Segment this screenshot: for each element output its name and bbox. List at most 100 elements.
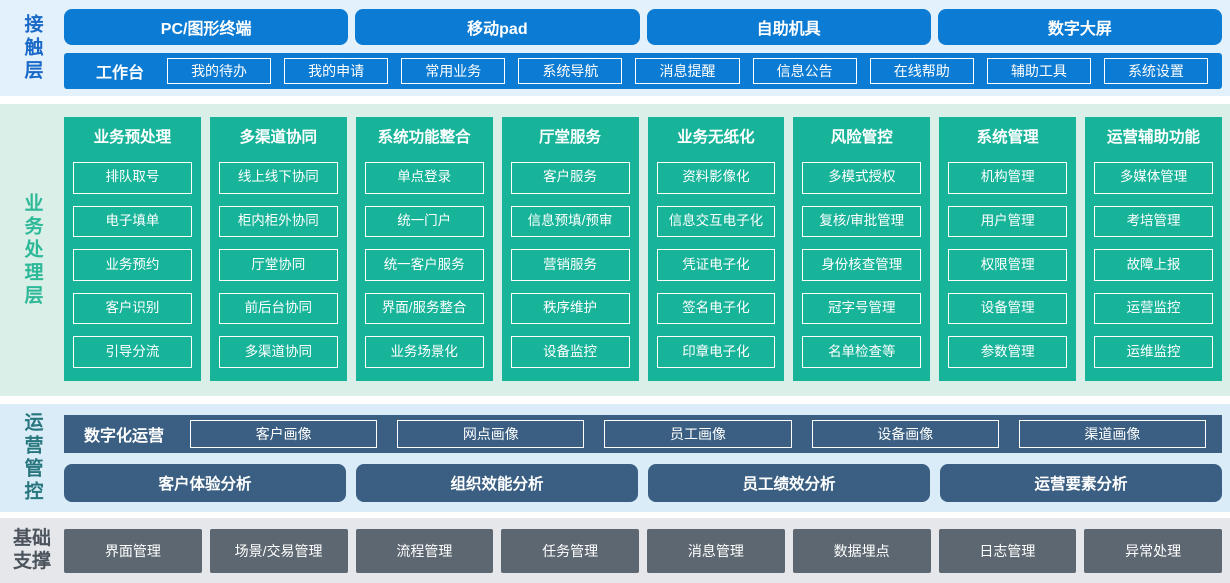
workbench-item-todo[interactable]: 我的待办 [167,58,272,84]
column-title: 业务预处理 [93,129,172,146]
foundation-process-management[interactable]: 流程管理 [355,528,494,573]
feature-tile[interactable]: 凭证电子化 [656,249,776,281]
foundation-exception-handling[interactable]: 异常处理 [1084,528,1222,573]
feature-tile[interactable]: 复核/审批管理 [802,205,922,238]
terminal-pc[interactable]: PC/图形终端 [64,9,349,45]
feature-tile[interactable]: 名单检查等 [802,336,922,368]
column-title: 厅堂服务 [539,129,602,146]
foundation-log-management[interactable]: 日志管理 [938,528,1077,573]
feature-tile[interactable]: 客户服务 [510,162,630,194]
feature-tile[interactable]: 统一客户服务 [364,249,484,281]
feature-tile[interactable]: 业务场景化 [364,336,484,368]
feature-tile[interactable]: 前后台协同 [218,292,338,325]
workbench-item-common-business[interactable]: 常用业务 [401,58,506,84]
workbench-item-notifications[interactable]: 消息提醒 [635,58,740,84]
feature-tile[interactable]: 统一门户 [364,205,484,238]
feature-tile[interactable]: 印章电子化 [656,336,776,368]
portrait-branch[interactable]: 网点画像 [397,420,585,448]
feature-tile[interactable]: 引导分流 [73,336,192,368]
feature-tile[interactable]: 营销服务 [510,249,630,281]
terminal-self-service[interactable]: 自助机具 [646,9,931,45]
feature-tile[interactable]: 用户管理 [948,205,1068,238]
feature-tile[interactable]: 签名电子化 [656,292,776,325]
feature-tile[interactable]: 资料影像化 [656,162,776,194]
foundation-task-management[interactable]: 任务管理 [501,528,639,573]
feature-tile[interactable]: 信息交互电子化 [656,205,776,238]
contact-layer-band: 接触层 PC/图形终端 移动pad 自助机具 数字大屏 工作台 我的待办 我的申… [0,0,1230,96]
column-system-admin: 系统管理 机构管理 用户管理 权限管理 设备管理 参数管理 [939,117,1077,381]
operations-layer-label-zone: 运营管控 [0,404,64,512]
feature-tile[interactable]: 电子填单 [73,205,192,238]
feature-tile[interactable]: 信息预填/预审 [510,205,630,238]
feature-tile[interactable]: 秩序维护 [510,292,630,325]
business-layer-band: 业务处理层 业务预处理 排队取号 电子填单 业务预约 客户识别 引导分流 多渠道… [0,104,1230,396]
operations-layer-band: 运营管控 数字化运营 客户画像 网点画像 员工画像 设备画像 渠道画像 客户体验… [0,404,1230,512]
analysis-operation-elements[interactable]: 运营要素分析 [940,464,1222,502]
column-title: 多渠道协同 [239,129,318,146]
workbench-label: 工作台 [96,65,145,82]
feature-tile[interactable]: 参数管理 [948,336,1068,368]
workbench-item-applications[interactable]: 我的申请 [284,58,389,84]
feature-tile[interactable]: 柜内柜外协同 [218,205,338,238]
portrait-device[interactable]: 设备画像 [811,420,999,448]
feature-tile[interactable]: 设备监控 [510,336,630,368]
feature-tile[interactable]: 厅堂协同 [218,249,338,281]
feature-tile[interactable]: 故障上报 [1094,249,1213,281]
business-layer-label-zone: 业务处理层 [0,104,64,396]
analysis-org-efficiency[interactable]: 组织效能分析 [356,464,638,502]
workbench-item-aux-tools[interactable]: 辅助工具 [986,58,1091,84]
column-paperless: 业务无纸化 资料影像化 信息交互电子化 凭证电子化 签名电子化 印章电子化 [647,117,785,381]
foundation-scene-transaction[interactable]: 场景/交易管理 [209,528,348,573]
digital-operations-label: 数字化运营 [84,428,165,445]
feature-tile[interactable]: 单点登录 [364,162,484,194]
column-system-integration: 系统功能整合 单点登录 统一门户 统一客户服务 界面/服务整合 业务场景化 [355,117,493,381]
foundation-ui-management[interactable]: 界面管理 [64,528,202,573]
column-title: 系统功能整合 [377,129,471,146]
feature-tile[interactable]: 权限管理 [948,249,1068,281]
portrait-customer[interactable]: 客户画像 [190,420,378,448]
feature-tile[interactable]: 运营监控 [1094,292,1213,325]
analysis-customer-experience[interactable]: 客户体验分析 [64,464,346,502]
column-title: 风险管控 [830,129,893,146]
terminal-mobile-pad[interactable]: 移动pad [355,9,640,45]
terminal-row: PC/图形终端 移动pad 自助机具 数字大屏 [64,9,1222,45]
foundation-data-tracking[interactable]: 数据埋点 [792,528,931,573]
portrait-channel[interactable]: 渠道画像 [1018,420,1207,448]
feature-tile[interactable]: 多模式授权 [802,162,922,194]
operations-layer-label: 运营管控 [21,412,43,504]
analysis-employee-performance[interactable]: 员工绩效分析 [648,464,930,502]
feature-tile[interactable]: 设备管理 [948,292,1068,325]
feature-tile[interactable]: 多媒体管理 [1094,162,1213,194]
digital-operations-bar: 数字化运营 客户画像 网点画像 员工画像 设备画像 渠道画像 [64,415,1222,453]
column-multichannel: 多渠道协同 线上线下协同 柜内柜外协同 厅堂协同 前后台协同 多渠道协同 [209,117,347,381]
foundation-row: 界面管理 场景/交易管理 流程管理 任务管理 消息管理 数据埋点 日志管理 异常… [64,528,1222,573]
feature-tile[interactable]: 线上线下协同 [218,162,338,194]
feature-tile[interactable]: 界面/服务整合 [364,292,484,325]
column-title: 运营辅助功能 [1107,129,1201,146]
analysis-row: 客户体验分析 组织效能分析 员工绩效分析 运营要素分析 [64,464,1222,502]
foundation-message-management[interactable]: 消息管理 [647,528,785,573]
feature-tile[interactable]: 业务预约 [73,249,192,281]
contact-layer-label-zone: 接触层 [0,0,64,96]
workbench-item-announcements[interactable]: 信息公告 [752,58,857,84]
feature-tile[interactable]: 机构管理 [948,162,1068,194]
column-risk-control: 风险管控 多模式授权 复核/审批管理 身份核查管理 冠字号管理 名单检查等 [793,117,931,381]
workbench-item-online-help[interactable]: 在线帮助 [869,58,974,84]
feature-tile[interactable]: 考培管理 [1094,205,1213,238]
workbench-item-navigation[interactable]: 系统导航 [518,58,623,84]
column-operation-aux: 运营辅助功能 多媒体管理 考培管理 故障上报 运营监控 运维监控 [1085,117,1222,381]
column-hall-service: 厅堂服务 客户服务 信息预填/预审 营销服务 秩序维护 设备监控 [501,117,639,381]
feature-tile[interactable]: 运维监控 [1094,336,1213,368]
foundation-layer-band: 基础支撑 界面管理 场景/交易管理 流程管理 任务管理 消息管理 数据埋点 日志… [0,518,1230,583]
feature-tile[interactable]: 冠字号管理 [802,292,922,325]
feature-tile[interactable]: 身份核查管理 [802,249,922,281]
workbench-item-settings[interactable]: 系统设置 [1103,58,1208,84]
feature-tile[interactable]: 排队取号 [73,162,192,194]
column-business-preprocess: 业务预处理 排队取号 电子填单 业务预约 客户识别 引导分流 [64,117,201,381]
terminal-digital-screen[interactable]: 数字大屏 [937,9,1222,45]
feature-tile[interactable]: 客户识别 [73,292,192,325]
portrait-employee[interactable]: 员工画像 [604,420,792,448]
feature-tile[interactable]: 多渠道协同 [218,336,338,368]
column-title: 业务无纸化 [677,129,755,146]
